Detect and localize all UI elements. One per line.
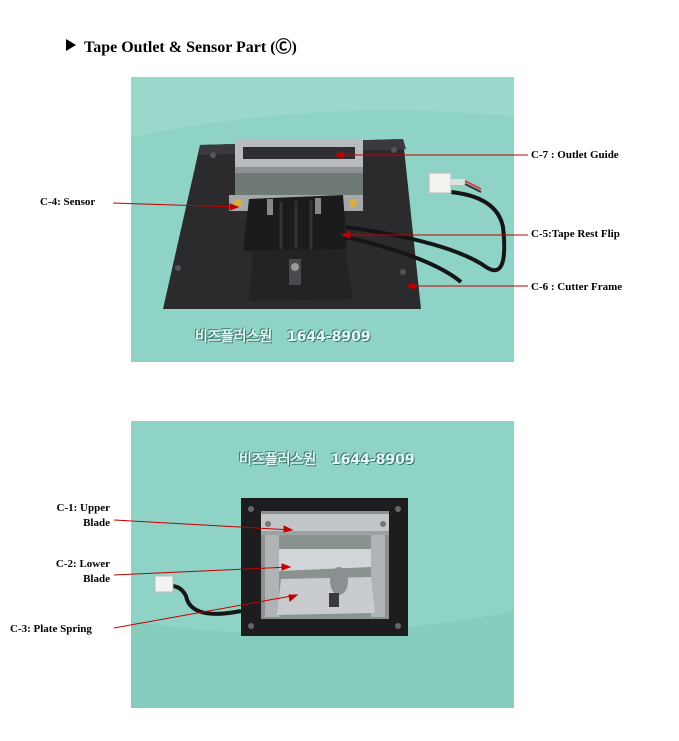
label-c5-tape-rest-flip: C-5:Tape Rest Flip xyxy=(531,228,620,240)
triangle-bullet-icon xyxy=(66,39,76,51)
photo-sensor-assembly: 비즈플러스원 1644-8909 xyxy=(131,77,514,362)
label-c2-line2: Blade xyxy=(83,573,110,585)
label-c6-cutter-frame: C-6 : Cutter Frame xyxy=(531,281,623,293)
label-c1-upper-blade: C-1: Upper Blade xyxy=(30,501,110,531)
page-title: Tape Outlet & Sensor Part (Ⓒ) xyxy=(66,33,297,57)
label-c7-outlet-guide: C-7 : Outlet Guide xyxy=(531,149,619,161)
label-c2-lower-blade: C-2: Lower Blade xyxy=(30,557,110,587)
label-c1-line2: Blade xyxy=(83,517,110,529)
label-c1-line1: C-1: Upper xyxy=(56,502,110,514)
watermark-text: 비즈플러스원 1644-8909 xyxy=(195,329,371,345)
label-c4-sensor: C-4: Sensor xyxy=(40,196,96,208)
watermark-text: 비즈플러스원 1644-8909 xyxy=(239,452,415,468)
label-c3-plate-spring: C-3: Plate Spring xyxy=(10,623,92,635)
photo-cutter-blades: 비즈플러스원 1644-8909 xyxy=(131,421,514,708)
label-c2-line1: C-2: Lower xyxy=(55,558,110,570)
